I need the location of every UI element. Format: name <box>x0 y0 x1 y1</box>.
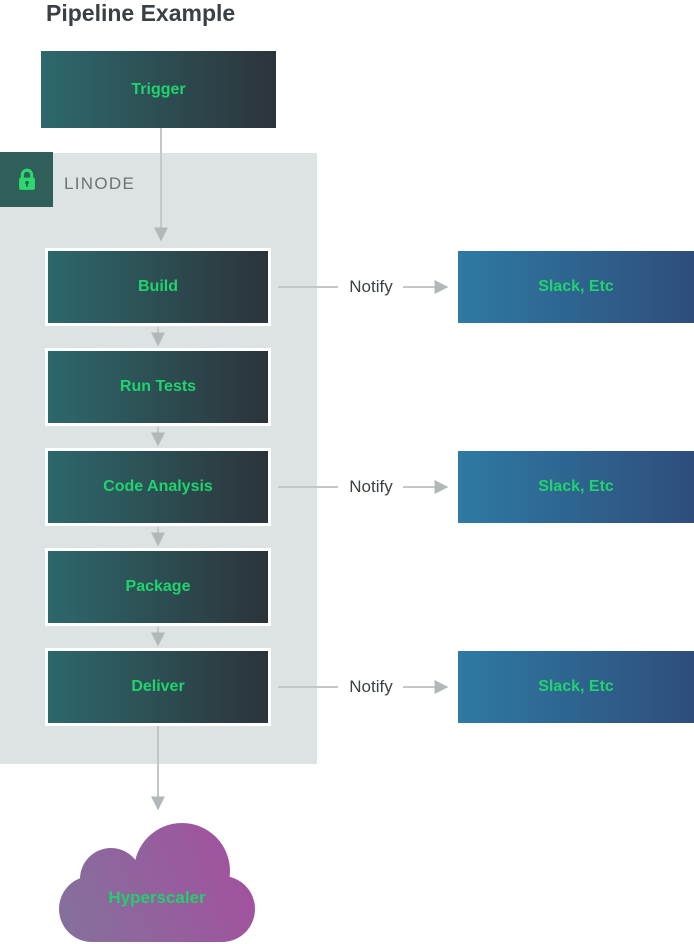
node-build-label: Build <box>138 278 178 295</box>
node-package-label: Package <box>125 578 191 595</box>
node-build: Build <box>45 248 271 326</box>
node-deliver-label: Deliver <box>131 678 185 695</box>
node-slack-1: Slack, Etc <box>458 251 694 323</box>
notify-label-1: Notify <box>349 277 393 296</box>
page-title: Pipeline Example <box>46 0 236 26</box>
node-code-analysis-label: Code Analysis <box>103 478 213 495</box>
lock-tile <box>0 152 53 207</box>
node-run-tests: Run Tests <box>45 348 271 426</box>
node-package: Package <box>45 548 271 626</box>
notify-label-2: Notify <box>349 477 393 496</box>
node-run-tests-label: Run Tests <box>119 378 197 395</box>
node-trigger: Trigger <box>41 51 276 128</box>
linode-zone-label: LINODE <box>64 174 136 193</box>
node-slack-2: Slack, Etc <box>458 451 694 523</box>
node-deliver: Deliver <box>45 648 271 726</box>
node-slack-3: Slack, Etc <box>458 651 694 723</box>
hyperscaler-cloud <box>59 823 255 942</box>
node-trigger-label: Trigger <box>131 80 186 98</box>
node-slack-2-label: Slack, Etc <box>538 478 614 495</box>
node-slack-1-label: Slack, Etc <box>538 278 614 295</box>
node-code-analysis: Code Analysis <box>45 448 271 526</box>
notify-label-3: Notify <box>349 677 393 696</box>
node-slack-3-label: Slack, Etc <box>538 678 614 695</box>
lock-icon <box>18 168 35 190</box>
hyperscaler-label: Hyperscaler <box>108 888 206 907</box>
